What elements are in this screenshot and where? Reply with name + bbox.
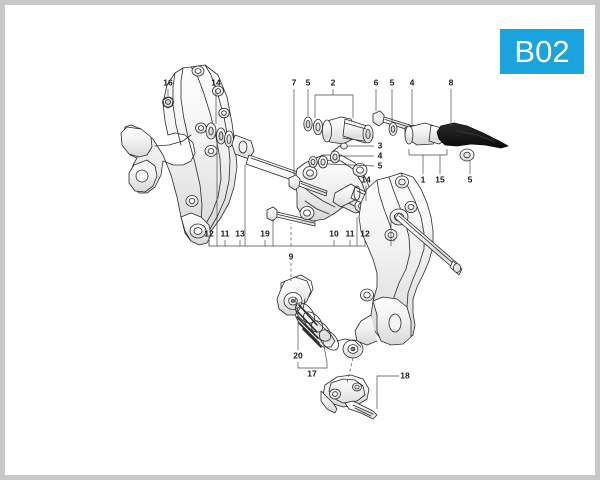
- part-9-linkage-lever: [294, 154, 374, 222]
- callout-number-5: 5: [467, 174, 473, 185]
- callout-number-12: 12: [204, 228, 214, 239]
- page-badge-label: B02: [514, 33, 570, 69]
- part-17-shock-absorber: [276, 274, 364, 359]
- parts-diagram-canvas: [5, 5, 595, 475]
- callout-number-6: 6: [373, 77, 379, 88]
- right-frame-bracket: [354, 172, 434, 346]
- callout-number-20: 20: [293, 350, 303, 361]
- callout-number-2: 2: [330, 77, 336, 88]
- part-20-spring: [295, 302, 339, 351]
- callout-number-10: 10: [329, 228, 339, 239]
- callout-number-7: 7: [291, 77, 297, 88]
- part-3-small-bolt: [331, 142, 348, 153]
- callout-number-9: 9: [288, 251, 294, 262]
- callout-number-12: 12: [360, 228, 370, 239]
- part-4-washer-lower: [329, 150, 340, 164]
- callout-leader-lines: [167, 89, 471, 409]
- part-5-washer-c: [388, 122, 398, 136]
- callout-number-3: 3: [377, 140, 383, 151]
- callout-number-11: 11: [345, 228, 355, 239]
- parts-diagram-svg: [120, 64, 509, 420]
- part-8-shift-pedal: [436, 122, 509, 149]
- part-14-collar-left: [205, 122, 234, 148]
- part-5-washer-a: [303, 116, 313, 132]
- callout-number-4: 4: [409, 77, 415, 88]
- callout-number-11: 11: [220, 228, 230, 239]
- callout-number-14: 14: [211, 77, 221, 88]
- page-badge: B02: [500, 29, 584, 74]
- callout-number-15: 15: [435, 174, 445, 185]
- callout-number-13: 13: [235, 228, 245, 239]
- part-5-washer-lower: [308, 155, 328, 169]
- callout-number-18: 18: [400, 370, 410, 381]
- part-5-washer-b: [312, 119, 323, 136]
- part-5-washer-d: [459, 148, 475, 162]
- callout-number-14: 14: [361, 174, 371, 185]
- callout-number-17: 17: [307, 368, 317, 379]
- callout-number-1: 1: [420, 174, 426, 185]
- part-15-pivot-bolt: [394, 212, 463, 276]
- part-18-lower-mount: [320, 374, 378, 420]
- callout-number-5: 5: [389, 77, 395, 88]
- left-footrest-bracket: [120, 64, 238, 246]
- callout-number-19: 19: [260, 228, 270, 239]
- callout-number-8: 8: [448, 77, 454, 88]
- callout-number-16: 16: [163, 77, 173, 88]
- callout-number-5: 5: [305, 77, 311, 88]
- part-7-bolt: [288, 174, 328, 197]
- callout-number-5: 5: [377, 160, 383, 171]
- part-16-nut: [162, 96, 174, 109]
- part-2-shift-sleeve: [321, 116, 374, 145]
- callout-number-4: 4: [377, 150, 383, 161]
